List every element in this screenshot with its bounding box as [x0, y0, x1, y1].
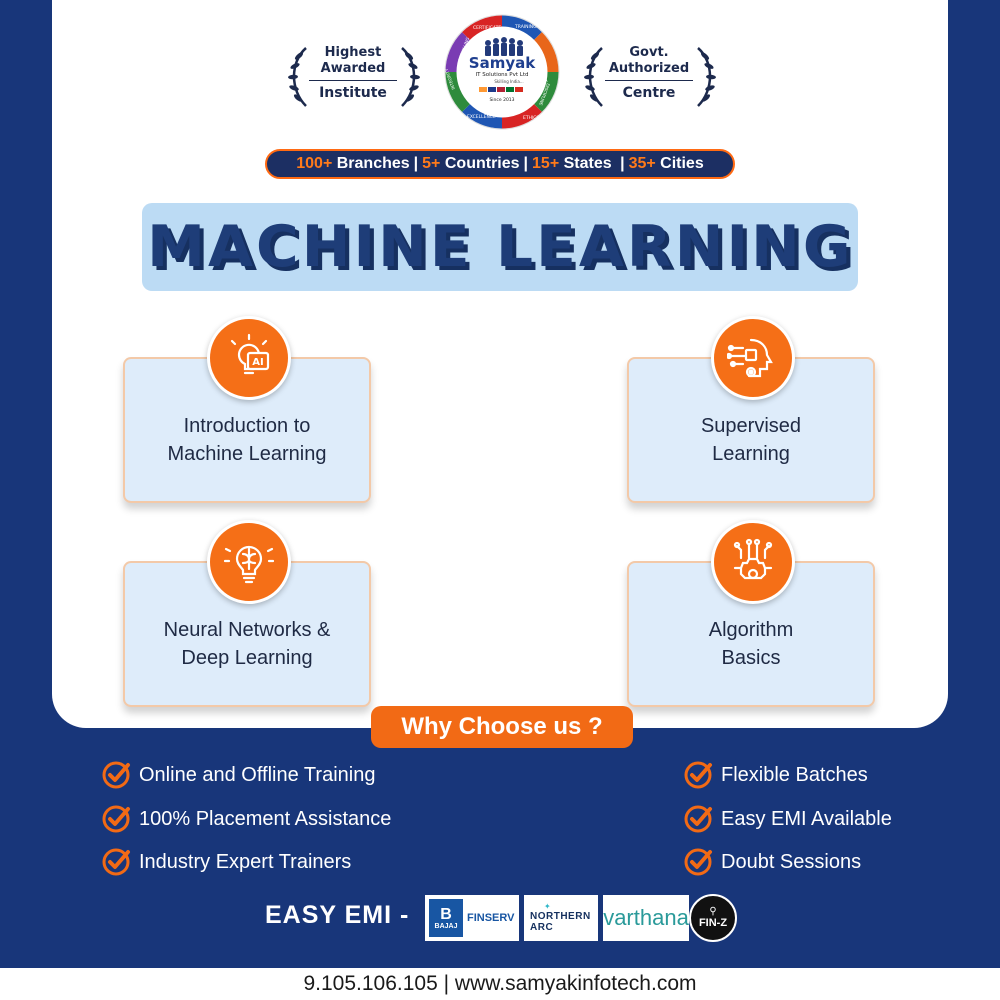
feature-item: 100% Placement Assistance	[101, 804, 391, 834]
check-icon	[684, 848, 712, 876]
award-right-rule	[605, 79, 693, 82]
footer-separator: |	[437, 972, 455, 995]
partner-northern-arc: ✦ NORTHERN ARC	[524, 895, 598, 941]
stat-branches-num: 100+	[296, 155, 333, 172]
topic-card-line1: Supervised	[700, 415, 802, 437]
why-choose-us-heading: Why Choose us ?	[371, 706, 633, 748]
award-govt-authorized: Govt. Authorized Centre	[579, 38, 719, 108]
topic-card-intro-ml: Introduction to Machine Learning	[123, 357, 371, 503]
topic-card-line1: Algorithm	[708, 619, 794, 641]
award-highest-awarded: Highest Awarded Institute	[283, 38, 423, 108]
award-right-line3: Centre	[622, 85, 676, 102]
feature-item: Flexible Batches	[683, 760, 868, 790]
feature-item: Online and Offline Training	[101, 760, 375, 790]
check-icon	[102, 805, 130, 833]
northern-arc-star-icon: ✦	[544, 902, 551, 911]
stat-cities-num: 35+	[628, 155, 656, 172]
logo-brand: Samyak	[469, 54, 536, 72]
stat-countries-label: Countries	[444, 155, 520, 172]
feature-label: Industry Expert Trainers	[139, 850, 352, 873]
award-left-line2: Awarded	[320, 60, 386, 76]
logo-ring-word: EXCELLENCE	[467, 114, 496, 120]
fin-z-text: FIN-Z	[698, 917, 728, 929]
partner-varthana: varthana	[603, 895, 689, 941]
bajaj-mark: B	[440, 905, 452, 923]
partner-fin-z: ⚲ FIN-Z	[689, 894, 737, 942]
feature-item: Doubt Sessions	[683, 847, 861, 877]
stat-countries-num: 5+	[422, 155, 441, 172]
topic-card-line2: Deep Learning	[181, 647, 313, 669]
partner-bajaj-finserv: B BAJAJ FINSERV	[425, 895, 519, 941]
fin-z-pin-icon: ⚲	[709, 906, 717, 917]
logo-ring-word: CERTIFICATE	[473, 25, 501, 31]
northern-arc-line1: NORTHERN	[530, 911, 591, 922]
feature-item: Industry Expert Trainers	[101, 847, 351, 877]
logo-tagline: Skilling India...	[494, 79, 523, 84]
feature-label: 100% Placement Assistance	[139, 807, 392, 830]
svg-text:AI: AI	[252, 357, 263, 368]
footer-website-link[interactable]: www.samyakinfotech.com	[454, 972, 697, 995]
stat-cities-label: Cities	[660, 155, 704, 172]
laurel-right-mirror-icon	[697, 47, 716, 107]
stat-states-label: States	[563, 155, 612, 172]
page-title: MACHINE LEARNING	[146, 214, 854, 280]
check-icon	[684, 805, 712, 833]
ai-bulb-icon: AI	[207, 316, 291, 400]
topic-card-line2: Machine Learning	[167, 443, 327, 465]
footer-phone[interactable]: 9.105.106.105	[303, 972, 438, 995]
feature-label: Doubt Sessions	[721, 850, 862, 873]
check-icon	[102, 848, 130, 876]
easy-emi-label: EASY EMI -	[265, 901, 410, 929]
ai-head-icon	[711, 316, 795, 400]
laurel-left-icon	[288, 47, 307, 107]
topic-card-line2: Learning	[712, 443, 790, 465]
bajaj-name: BAJAJ	[434, 922, 458, 930]
logo-ring-word: ETHICS	[523, 115, 539, 121]
stats-bar: 100+ Branches | 5+ Countries | 15+ State…	[265, 149, 735, 179]
circuit-gear-icon	[711, 520, 795, 604]
logo-ring-word: TRAINING	[514, 24, 537, 30]
award-left-line3: Institute	[319, 85, 387, 102]
laurel-right-icon	[584, 47, 603, 107]
feature-label: Flexible Batches	[721, 763, 868, 786]
title-banner: MACHINE LEARNING	[142, 203, 858, 291]
topic-card-line1: Introduction to	[183, 415, 311, 437]
stat-states-num: 15+	[532, 155, 560, 172]
topic-card-line2: Basics	[721, 647, 781, 669]
bajaj-finserv-text: FINSERV	[467, 912, 515, 924]
stat-separator: |	[413, 155, 419, 172]
footer-bar: 9.105.106.105 | www.samyakinfotech.com	[0, 968, 1000, 1000]
topic-card-line1: Neural Networks &	[163, 619, 331, 641]
check-icon	[102, 761, 130, 789]
samyak-logo: TRAINING CERTIFICATE ETHICS EXCELLENCE P…	[444, 14, 560, 130]
award-left-rule	[309, 79, 397, 82]
stat-separator: |	[523, 155, 529, 172]
feature-item: Easy EMI Available	[683, 804, 892, 834]
varthana-text: varthana	[603, 905, 689, 930]
logo-people-icon	[485, 37, 523, 56]
feature-label: Online and Offline Training	[139, 763, 376, 786]
award-left-line1: Highest	[324, 44, 382, 60]
feature-label: Easy EMI Available	[721, 807, 892, 830]
logo-since: Since 2013	[489, 97, 514, 103]
stat-branches-label: Branches	[336, 155, 410, 172]
laurel-left-mirror-icon	[401, 47, 420, 107]
northern-arc-line2: ARC	[530, 922, 554, 933]
award-right-line1: Govt.	[629, 44, 669, 60]
check-icon	[684, 761, 712, 789]
stat-separator: |	[615, 155, 625, 172]
logo-flags-icon	[479, 87, 523, 92]
logo-company: IT Solutions Pvt Ltd	[476, 72, 529, 78]
award-right-line2: Authorized	[608, 60, 690, 76]
brain-bulb-icon	[207, 520, 291, 604]
